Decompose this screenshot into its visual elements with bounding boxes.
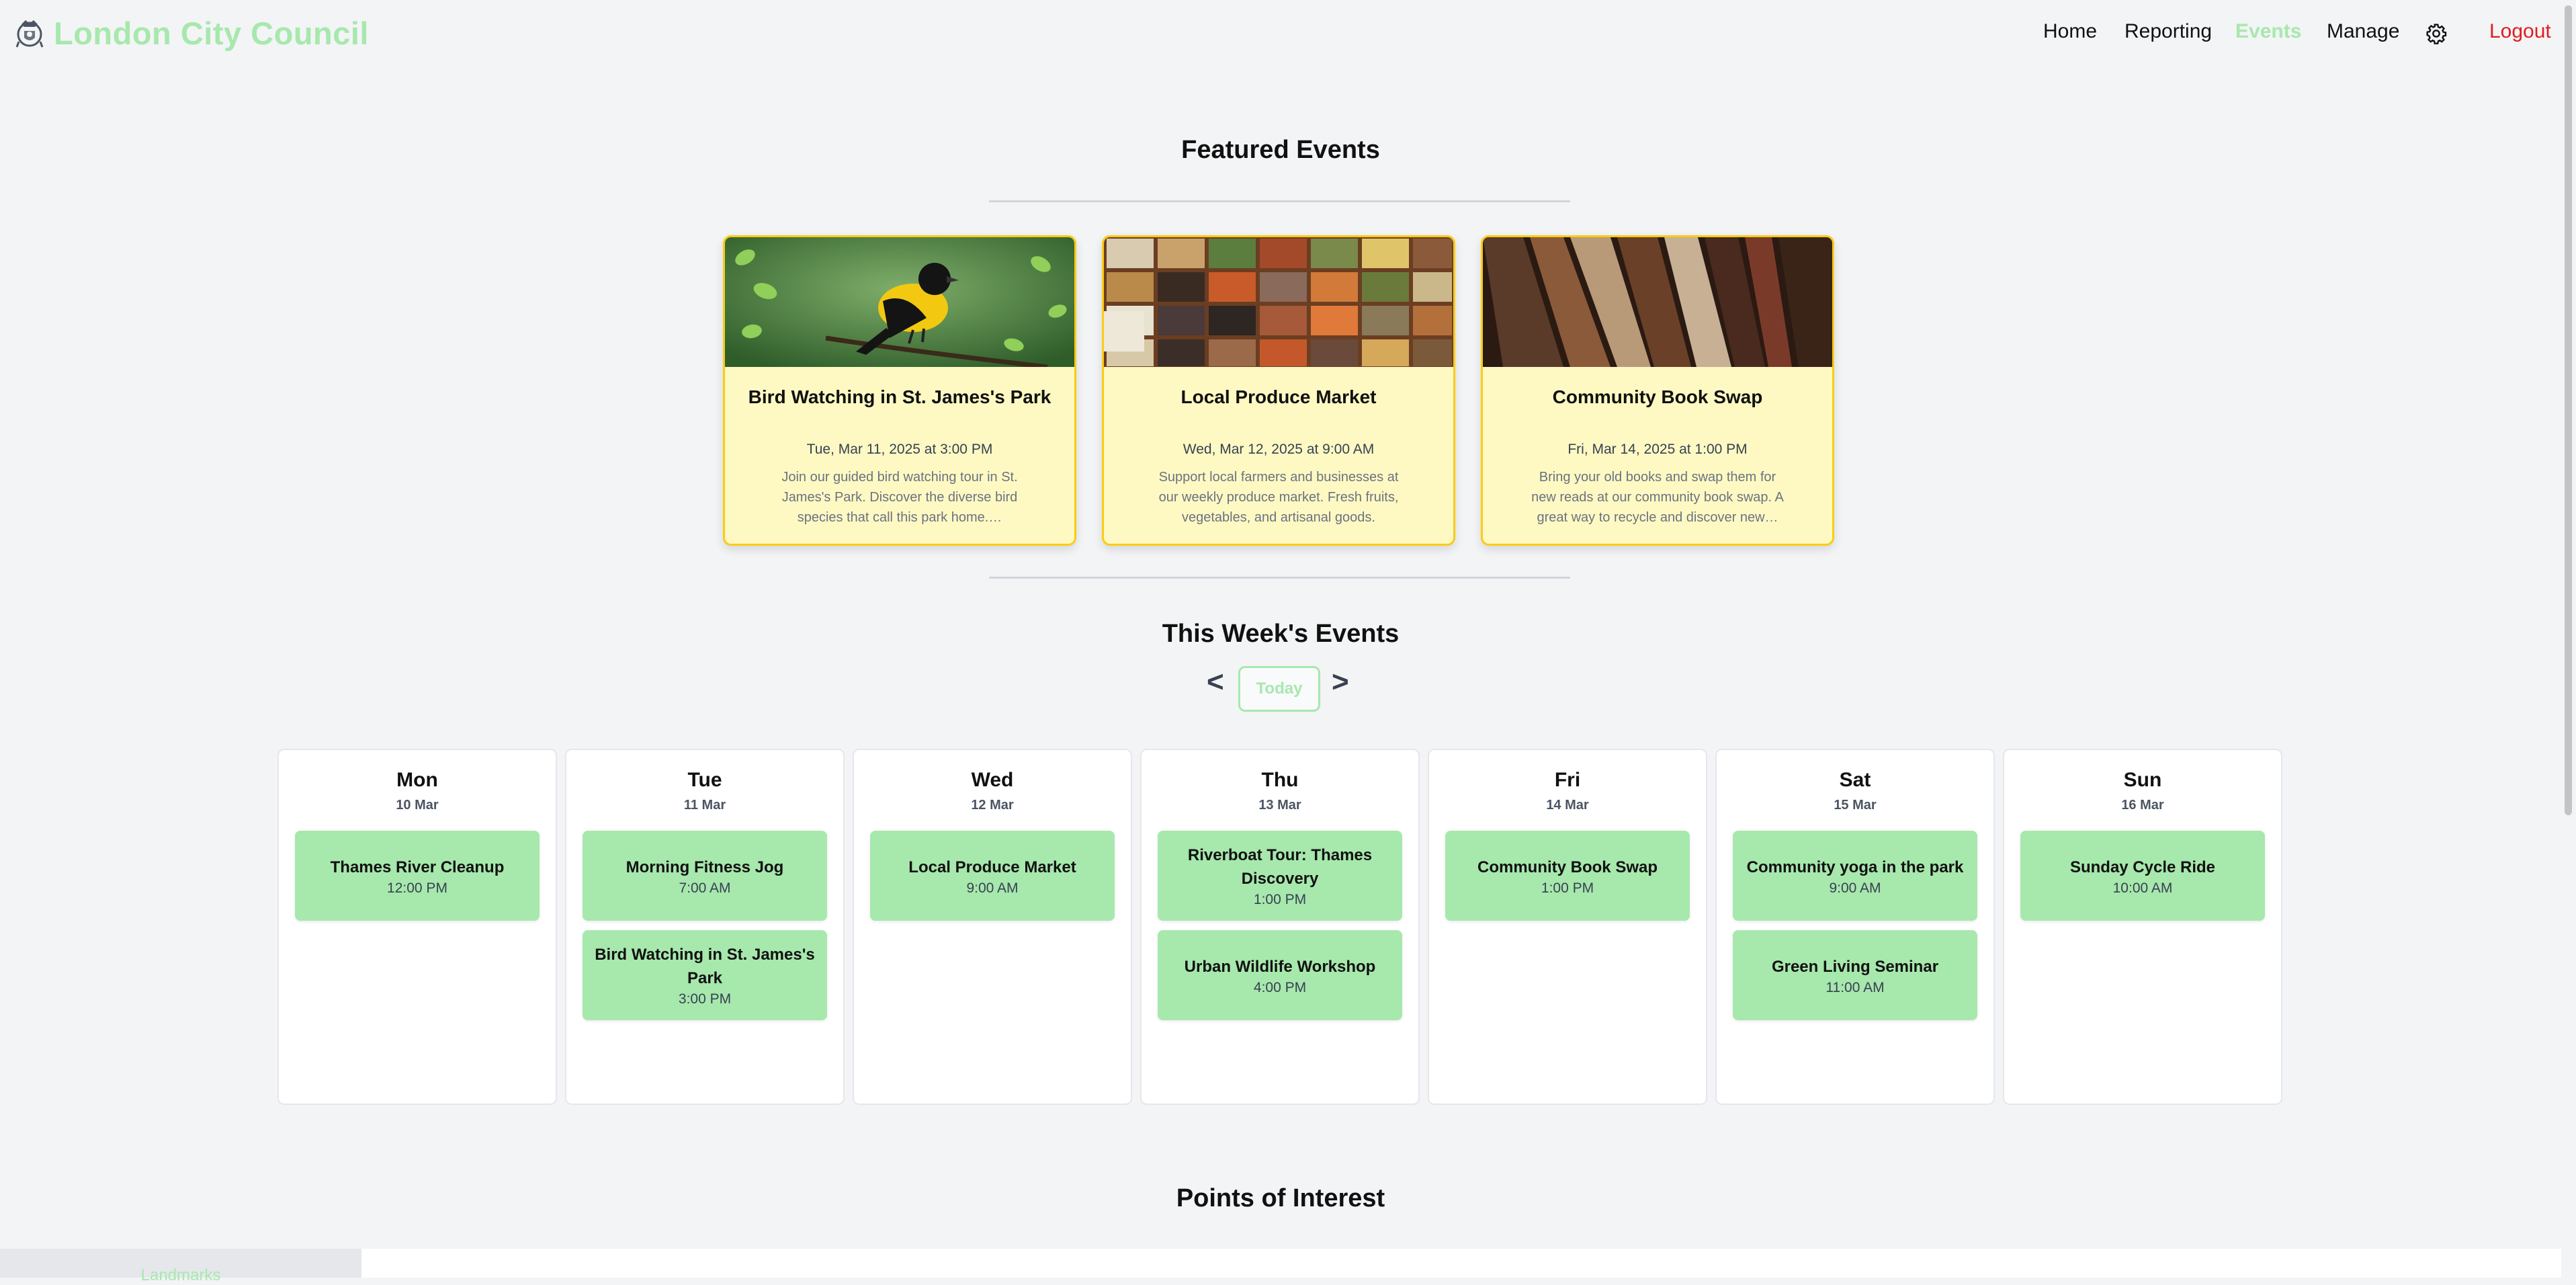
points-of-interest-title: Points of Interest: [1176, 1184, 1385, 1212]
day-date: 15 Mar: [1834, 798, 1877, 813]
event-title: Urban Wildlife Workshop: [1184, 957, 1376, 976]
top-navbar: London City Council Home Reporting Event…: [0, 0, 2576, 67]
featured-events-title: Featured Events: [1181, 136, 1380, 164]
featured-divider-top: [989, 200, 1570, 202]
day-date: 10 Mar: [396, 798, 439, 813]
poi-tab-label: Landmarks: [140, 1266, 221, 1284]
nav-home[interactable]: Home: [2043, 20, 2098, 42]
event-time: 10:00 AM: [2112, 880, 2173, 896]
event-item[interactable]: Urban Wildlife Workshop 4:00 PM: [1158, 930, 1402, 1020]
day-name: Mon: [396, 769, 438, 791]
day-date: 14 Mar: [1546, 798, 1589, 813]
event-title: Bird Watching in St. James's Park: [595, 946, 815, 987]
day-column-fri: Fri 14 Mar Community Book Swap 1:00 PM: [1428, 749, 1707, 1105]
week-events-title: This Week's Events: [1162, 620, 1400, 648]
event-title: Community Book Swap: [1477, 858, 1658, 876]
featured-card-book-swap[interactable]: Community Book Swap Fri, Mar 14, 2025 at…: [1481, 235, 1834, 546]
poi-map-panel[interactable]: [361, 1249, 2561, 1278]
event-title: Riverboat Tour: Thames Discovery: [1187, 846, 1373, 888]
event-title: Green Living Seminar: [1771, 957, 1939, 976]
event-title: Thames River Cleanup: [330, 858, 505, 876]
next-week-button[interactable]: >: [1332, 665, 1349, 698]
day-date: 13 Mar: [1258, 798, 1301, 813]
day-name: Tue: [687, 769, 722, 791]
event-time: 3:00 PM: [678, 991, 732, 1007]
event-title: Sunday Cycle Ride: [2069, 858, 2216, 876]
page-scrollbar[interactable]: [2561, 0, 2576, 1278]
nav-reporting[interactable]: Reporting: [2124, 20, 2213, 42]
poi-tab-landmarks[interactable]: Landmarks: [0, 1249, 361, 1284]
day-column-mon: Mon 10 Mar Thames River Cleanup 12:00 PM: [277, 749, 557, 1105]
day-name: Thu: [1261, 769, 1299, 791]
card-description: Bring your old books and swap them for n…: [1531, 470, 1784, 525]
event-item[interactable]: Thames River Cleanup 12:00 PM: [295, 831, 540, 921]
event-time: 4:00 PM: [1253, 979, 1307, 995]
day-name: Fri: [1554, 769, 1581, 791]
event-time: 9:00 AM: [966, 880, 1019, 896]
day-column-thu: Thu 13 Mar Riverboat Tour: Thames Discov…: [1140, 749, 1420, 1105]
event-time: 11:00 AM: [1826, 979, 1885, 995]
card-date: Wed, Mar 12, 2025 at 9:00 AM: [1183, 442, 1375, 457]
scrollbar-thumb[interactable]: [2565, 5, 2572, 815]
day-name: Sat: [1839, 769, 1871, 791]
event-title: Local Produce Market: [908, 858, 1076, 876]
event-item[interactable]: Local Produce Market 9:00 AM: [870, 831, 1115, 921]
day-name: Wed: [971, 769, 1014, 791]
event-time: 9:00 AM: [1829, 880, 1881, 896]
event-item[interactable]: Morning Fitness Jog 7:00 AM: [583, 831, 827, 921]
event-item[interactable]: Community yoga in the park 9:00 AM: [1733, 831, 1977, 921]
event-time: 12:00 PM: [387, 880, 447, 896]
gear-icon[interactable]: [2425, 23, 2447, 44]
nav-manage[interactable]: Manage: [2327, 20, 2400, 42]
event-time: 1:00 PM: [1253, 892, 1307, 907]
card-title: Local Produce Market: [1180, 386, 1377, 407]
council-crest-icon: [15, 20, 44, 48]
card-date: Fri, Mar 14, 2025 at 1:00 PM: [1568, 442, 1748, 457]
day-column-tue: Tue 11 Mar Morning Fitness Jog 7:00 AM B…: [565, 749, 845, 1105]
event-item[interactable]: Community Book Swap 1:00 PM: [1445, 831, 1690, 921]
event-title: Morning Fitness Jog: [626, 858, 784, 876]
card-description: Support local farmers and businesses at …: [1158, 470, 1399, 525]
event-time: 1:00 PM: [1541, 880, 1594, 896]
spices-image: [1104, 237, 1453, 367]
event-item[interactable]: Sunday Cycle Ride 10:00 AM: [2020, 831, 2265, 921]
featured-divider-bottom: [989, 577, 1570, 579]
bird-image: [725, 237, 1074, 367]
event-item[interactable]: Green Living Seminar 11:00 AM: [1733, 930, 1977, 1020]
nav-logout[interactable]: Logout: [2489, 20, 2551, 42]
event-item[interactable]: Riverboat Tour: Thames Discovery 1:00 PM: [1158, 831, 1402, 921]
day-column-sun: Sun 16 Mar Sunday Cycle Ride 10:00 AM: [2003, 749, 2282, 1105]
site-brand[interactable]: London City Council: [54, 15, 369, 51]
event-item[interactable]: Bird Watching in St. James's Park 3:00 P…: [583, 930, 827, 1020]
featured-card-bird-watching[interactable]: Bird Watching in St. James's Park Tue, M…: [723, 235, 1076, 546]
day-date: 12 Mar: [971, 798, 1014, 813]
nav-events[interactable]: Events: [2235, 20, 2302, 42]
day-column-wed: Wed 12 Mar Local Produce Market 9:00 AM: [853, 749, 1132, 1105]
featured-card-produce-market[interactable]: Local Produce Market Wed, Mar 12, 2025 a…: [1102, 235, 1455, 546]
today-button[interactable]: Today: [1238, 666, 1320, 712]
day-date: 16 Mar: [2121, 798, 2164, 813]
card-date: Tue, Mar 11, 2025 at 3:00 PM: [806, 442, 993, 457]
card-description: Join our guided bird watching tour in St…: [781, 470, 1018, 525]
card-title: Bird Watching in St. James's Park: [748, 386, 1051, 407]
event-title: Community yoga in the park: [1746, 858, 1964, 876]
card-title: Community Book Swap: [1552, 386, 1763, 407]
prev-week-button[interactable]: <: [1207, 665, 1224, 698]
day-date: 11 Mar: [683, 798, 726, 813]
event-time: 7:00 AM: [679, 880, 731, 896]
day-column-sat: Sat 15 Mar Community yoga in the park 9:…: [1715, 749, 1995, 1105]
day-name: Sun: [2123, 769, 2162, 791]
books-image: [1483, 237, 1832, 367]
